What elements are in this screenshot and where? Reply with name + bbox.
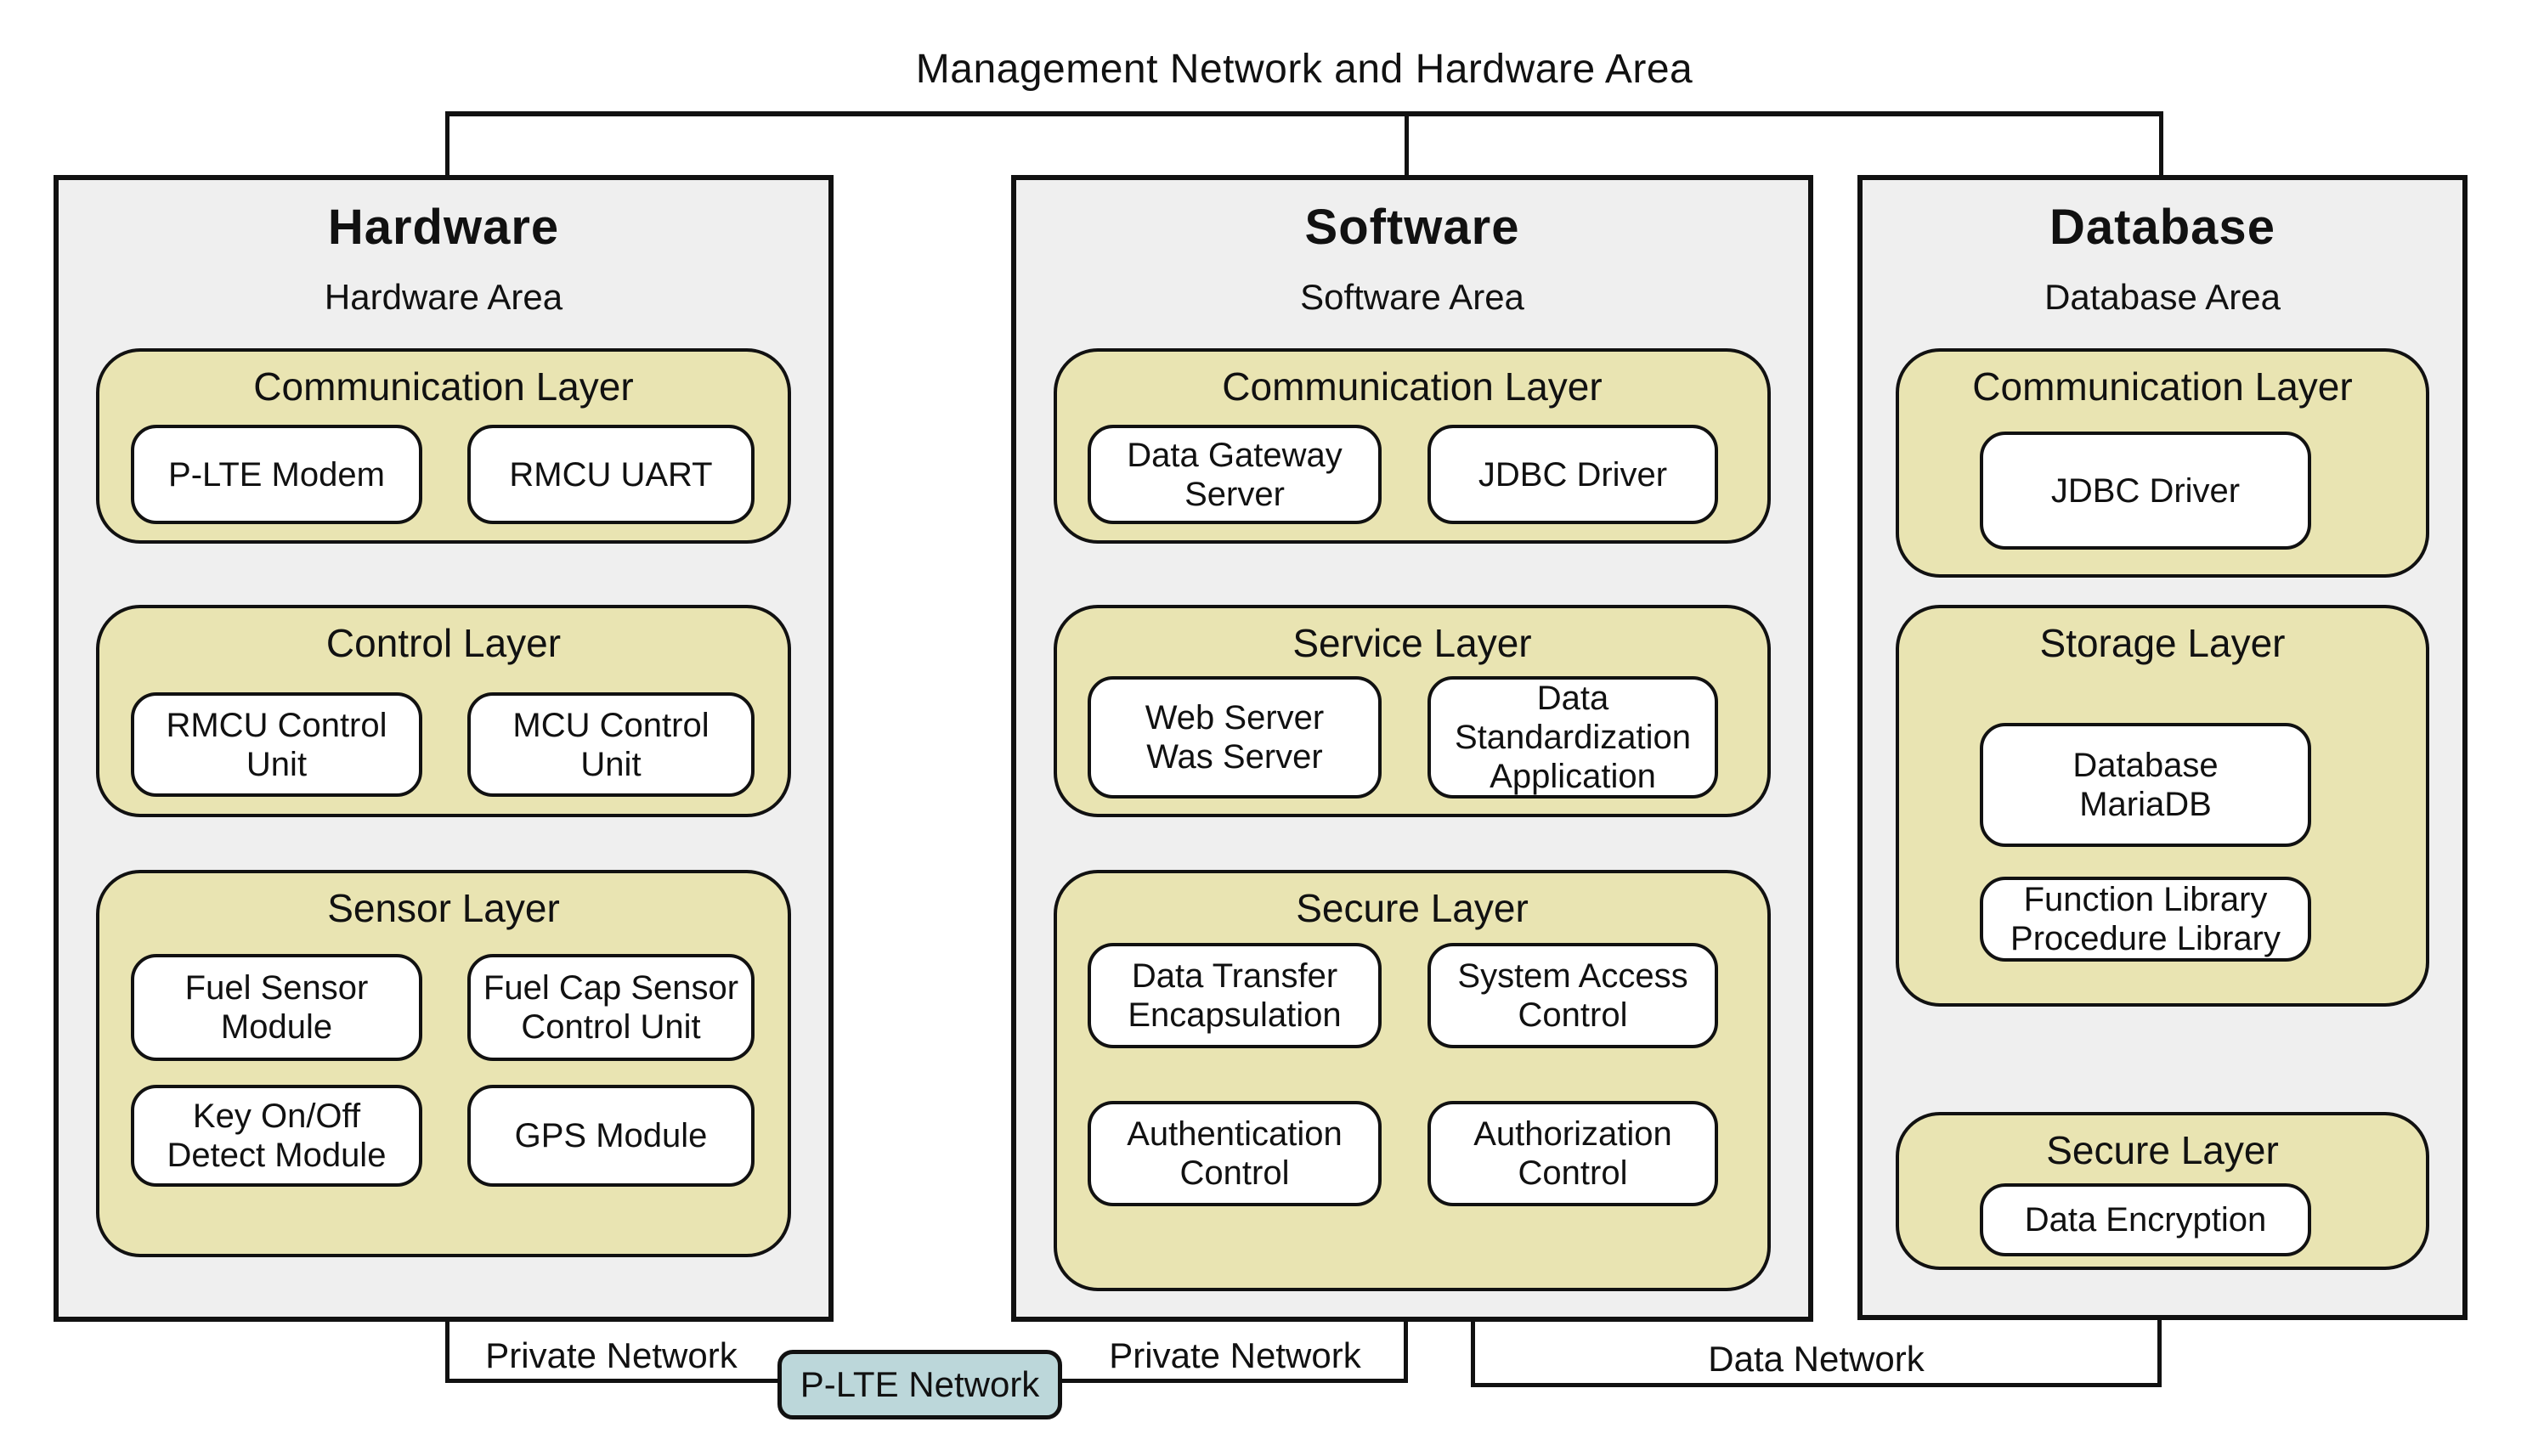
node-mcu-control-unit: MCU Control Unit <box>467 692 755 797</box>
layer-title: Communication Layer <box>1222 364 1603 409</box>
node-fuel-sensor-module: Fuel Sensor Module <box>131 954 422 1061</box>
p-lte-network-box: P-LTE Network <box>777 1350 1062 1419</box>
layer-title: Communication Layer <box>253 364 634 409</box>
column-hardware-subtitle: Hardware Area <box>324 277 563 317</box>
node-fuel-cap-sensor-control-unit: Fuel Cap Sensor Control Unit <box>467 954 755 1061</box>
management-connector-software <box>1405 111 1409 178</box>
layer-software-service: Service Layer Web Server Was Server Data… <box>1054 605 1771 817</box>
database-data-network-connector <box>2157 1318 2162 1387</box>
software-data-network-connector <box>1471 1320 1475 1387</box>
column-hardware-title: Hardware <box>327 200 560 255</box>
node-database-mariadb: Database MariaDB <box>1980 723 2311 847</box>
column-database-subtitle: Database Area <box>2044 277 2281 317</box>
node-rmcu-uart: RMCU UART <box>467 425 755 524</box>
node-jdbc-driver-software: JDBC Driver <box>1427 425 1718 524</box>
private-network-line-right <box>1060 1379 1408 1383</box>
column-software: Software Software Area Communication Lay… <box>1011 175 1813 1322</box>
layer-database-communication: Communication Layer JDBC Driver <box>1896 348 2429 578</box>
diagram-title: Management Network and Hardware Area <box>915 47 1693 92</box>
layer-hardware-control: Control Layer RMCU Control Unit MCU Cont… <box>96 605 791 817</box>
layer-database-secure: Secure Layer Data Encryption <box>1896 1112 2429 1270</box>
management-connector-hardware <box>445 111 449 178</box>
node-data-transfer-encapsulation: Data Transfer Encapsulation <box>1088 943 1382 1048</box>
column-database: Database Database Area Communication Lay… <box>1857 175 2468 1320</box>
node-data-gateway-server: Data Gateway Server <box>1088 425 1382 524</box>
hardware-private-network-connector <box>445 1320 449 1383</box>
layer-title: Service Layer <box>1292 621 1532 665</box>
software-private-network-connector <box>1404 1320 1408 1383</box>
p-lte-network-label: P-LTE Network <box>800 1364 1040 1404</box>
layer-title: Storage Layer <box>2039 621 2286 665</box>
management-network-line <box>445 111 2163 116</box>
layer-title: Communication Layer <box>1972 364 2353 409</box>
layer-title: Secure Layer <box>1296 886 1529 930</box>
node-authentication-control: Authentication Control <box>1088 1101 1382 1206</box>
layer-title: Secure Layer <box>2046 1128 2279 1172</box>
management-connector-database <box>2159 111 2163 178</box>
node-authorization-control: Authorization Control <box>1427 1101 1718 1206</box>
private-network-label-left: Private Network <box>485 1335 738 1375</box>
data-network-line <box>1471 1383 2162 1387</box>
node-data-encryption: Data Encryption <box>1980 1183 2311 1256</box>
node-p-lte-modem: P-LTE Modem <box>131 425 422 524</box>
node-jdbc-driver-database: JDBC Driver <box>1980 432 2311 550</box>
column-database-title: Database <box>2049 200 2275 255</box>
node-key-on-off-detect-module: Key On/Off Detect Module <box>131 1085 422 1187</box>
node-rmcu-control-unit: RMCU Control Unit <box>131 692 422 797</box>
node-gps-module: GPS Module <box>467 1085 755 1187</box>
layer-database-storage: Storage Layer Database MariaDB Function … <box>1896 605 2429 1007</box>
data-network-label: Data Network <box>1708 1339 1925 1379</box>
layer-hardware-sensor: Sensor Layer Fuel Sensor Module Fuel Cap… <box>96 870 791 1257</box>
layer-hardware-communication: Communication Layer P-LTE Modem RMCU UAR… <box>96 348 791 544</box>
private-network-line-left <box>445 1379 780 1383</box>
layer-software-secure: Secure Layer Data Transfer Encapsulation… <box>1054 870 1771 1291</box>
layer-software-communication: Communication Layer Data Gateway Server … <box>1054 348 1771 544</box>
column-software-subtitle: Software Area <box>1300 277 1524 317</box>
node-system-access-control: System Access Control <box>1427 943 1718 1048</box>
layer-title: Control Layer <box>325 621 562 665</box>
layer-title: Sensor Layer <box>327 886 560 930</box>
node-web-server-was-server: Web Server Was Server <box>1088 676 1382 799</box>
column-hardware: Hardware Hardware Area Communication Lay… <box>54 175 834 1322</box>
node-function-procedure-library: Function Library Procedure Library <box>1980 877 2311 962</box>
column-software-title: Software <box>1304 200 1520 255</box>
private-network-label-right: Private Network <box>1109 1335 1361 1375</box>
node-data-standardization-application: Data Standardization Application <box>1427 676 1718 799</box>
